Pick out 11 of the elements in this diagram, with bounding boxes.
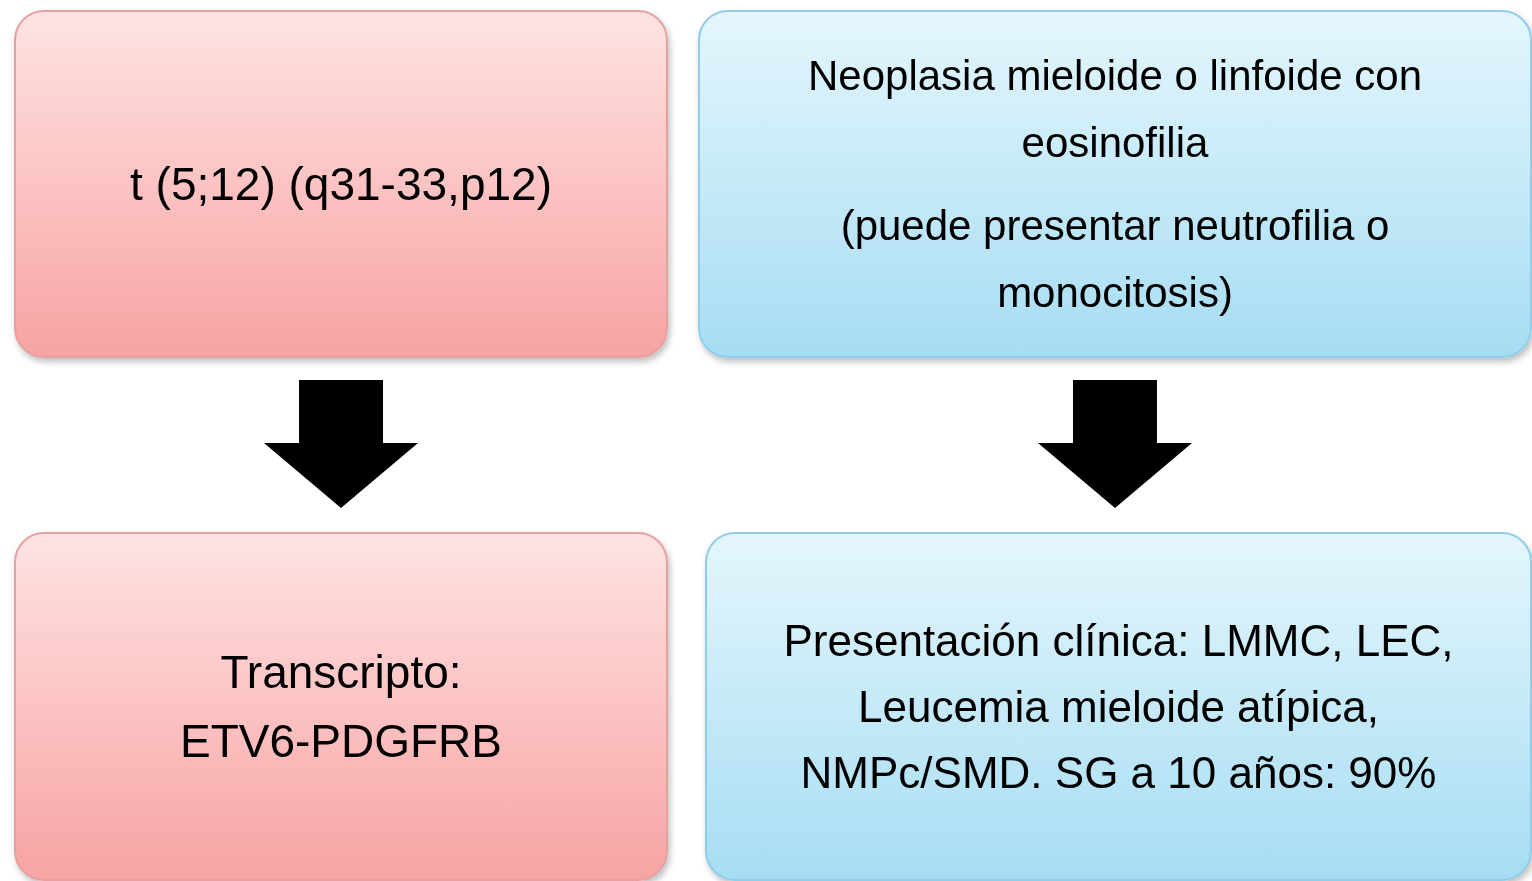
box-text: t (5;12) (q31-33,p12) <box>130 156 552 212</box>
process-box <box>698 10 1532 358</box>
block-arrow <box>264 380 418 508</box>
process-box <box>705 532 1532 881</box>
box-text: Transcripto: ETV6-PDGFRB <box>178 644 503 769</box>
box-text: Presentación clínica: LMMC, LEC, Leucemia mieloide atípica, NMPc/SMD. SG a 10 años: 90% <box>782 614 1455 799</box>
process-box <box>14 532 668 881</box>
box-text: (puede presentar neutrofilia o monocitosis) <box>839 201 1391 319</box>
block-arrow <box>1038 380 1192 508</box>
box-text: Neoplasia mieloide o linfoide con eosinofilia <box>806 50 1423 168</box>
process-box <box>14 10 668 358</box>
